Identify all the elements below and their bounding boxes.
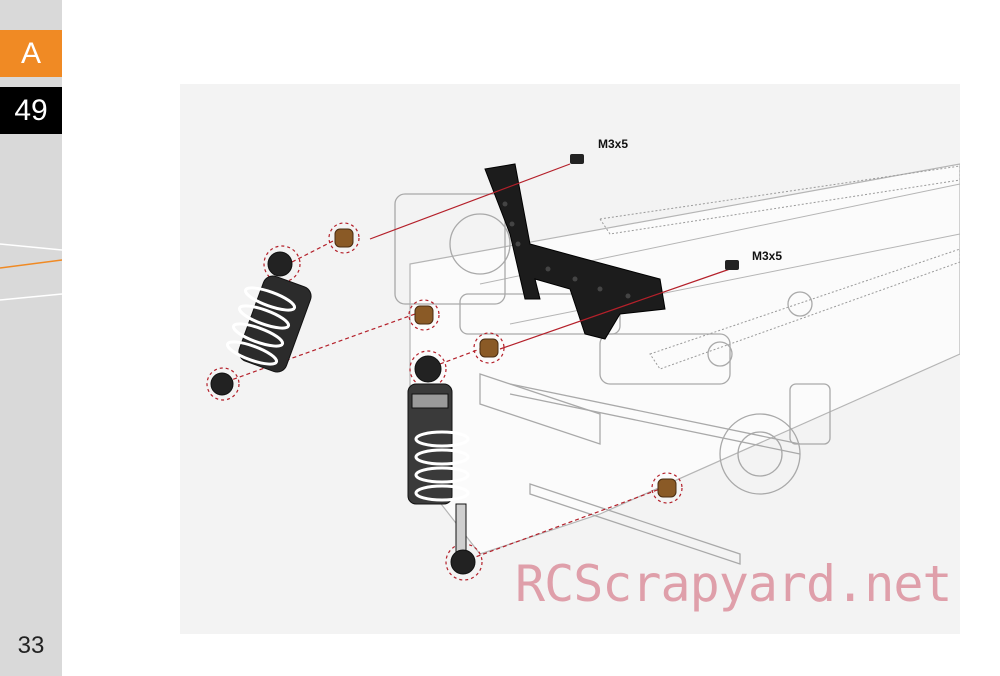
- suspension-assembly: [394, 193, 831, 565]
- shock-absorber: [407, 355, 476, 575]
- leader-line: [439, 348, 481, 365]
- shock-tower: [484, 163, 666, 340]
- page-number: 33: [17, 632, 45, 659]
- sidebar: A 49 33: [0, 0, 62, 676]
- step-number: 49: [0, 87, 62, 134]
- assembly-illustration: M3x5 M3x5: [180, 84, 961, 634]
- leader-line: [499, 268, 731, 350]
- leader-line: [291, 239, 336, 263]
- sidebar-decoration: [0, 243, 62, 301]
- screw-callout-1: M3x5: [598, 137, 629, 151]
- leader-line: [369, 163, 571, 240]
- screw-icon: [570, 154, 739, 270]
- shock-absorber: [210, 251, 312, 396]
- chassis-drawing: [206, 154, 961, 581]
- watermark: RCScrapyard.net: [515, 555, 953, 613]
- screw-callout-2: M3x5: [752, 249, 783, 263]
- leader-line: [469, 488, 661, 560]
- section-tab: A: [0, 30, 62, 77]
